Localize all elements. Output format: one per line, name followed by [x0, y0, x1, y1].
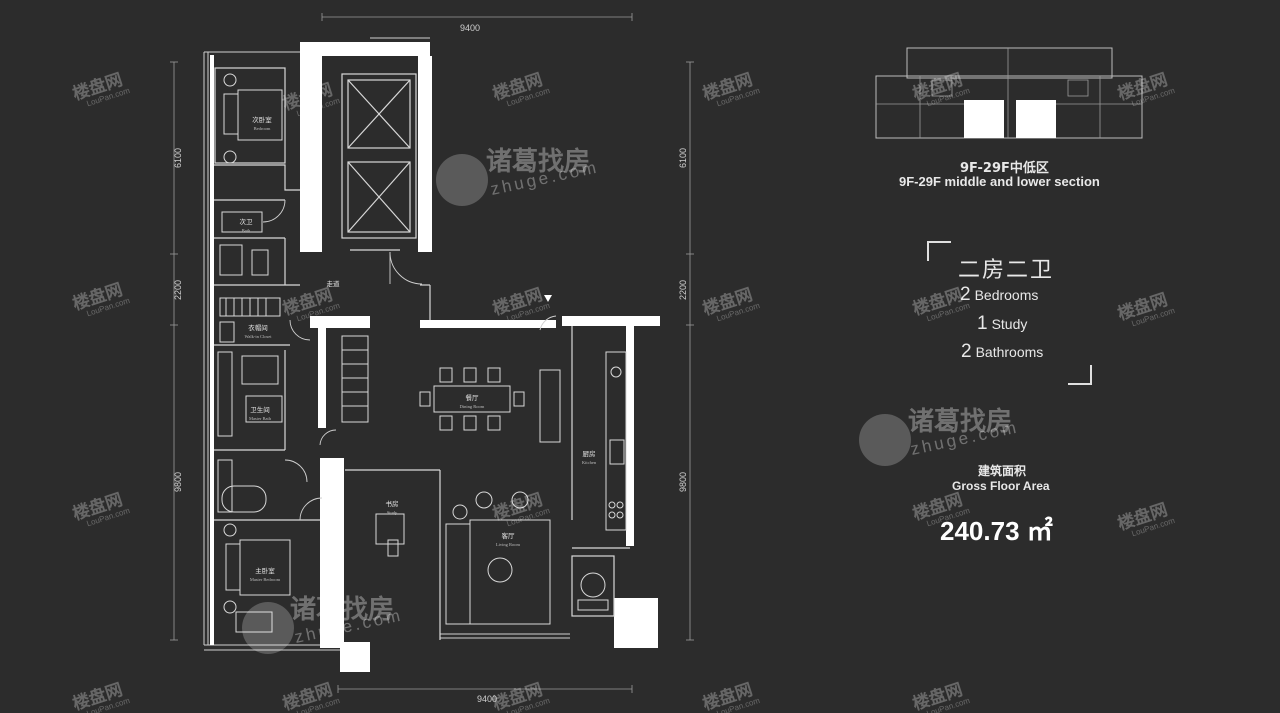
watermark-zhuge-text: 诸葛找房 [908, 407, 1012, 437]
layout-title: 二房二卫 [958, 258, 1055, 283]
watermark-zhuge-text: 诸葛找房 [290, 595, 394, 625]
spec-study-label: Study [991, 316, 1028, 332]
bracket-bottom-right [1068, 365, 1092, 385]
gross-floor-area-value: 240.73 ㎡ [940, 516, 1053, 546]
room-walk-in-closet: 衣帽间 [248, 323, 268, 332]
spec-bathrooms-label: Bathrooms [975, 344, 1044, 360]
spec-bedrooms-count: 2 [960, 284, 971, 305]
dim-top-width: 9400 [460, 23, 480, 33]
entrance-marker [544, 295, 552, 302]
dim-bottom-width: 9400 [477, 694, 497, 704]
elevator-core [341, 73, 417, 239]
spec-study-count: 1 [977, 313, 988, 334]
door-swings [262, 199, 557, 521]
room-kitchen-en: Kitchen [582, 460, 597, 465]
room-study: 书房 [386, 499, 399, 508]
room-master-bedroom: 主卧室 [255, 566, 275, 575]
room-master-bath-en: Master Bath [249, 416, 272, 421]
dim-right-top: 6100 [678, 148, 688, 168]
dim-right-mid: 2200 [678, 280, 688, 300]
gross-floor-area-label-en: Gross Floor Area [952, 479, 1050, 493]
furniture [217, 73, 627, 633]
dim-left-mid: 2200 [173, 280, 183, 300]
spec-bathrooms-count: 2 [961, 341, 972, 362]
bracket-top-left [927, 241, 951, 261]
room-second-bedroom: 次卧室 [252, 115, 272, 124]
room-master-bath: 卫生间 [250, 405, 270, 414]
partitions [214, 67, 630, 640]
watermark-zhuge-1: 诸葛找房 zhuge.com [436, 147, 601, 206]
room-living: 客厅 [502, 531, 516, 540]
room-walk-in-closet-en: Walk-in Closet [244, 334, 272, 339]
room-dining-en: Dining Room [460, 404, 485, 409]
gross-floor-area-label-cn: 建筑面积 [978, 464, 1027, 478]
watermark-zhuge-text: 诸葛找房 [486, 147, 590, 177]
room-second-bath: 次卫 [240, 217, 254, 226]
watermark-zhuge-2: 诸葛找房 zhuge.com [859, 407, 1021, 466]
dim-left-bottom: 9800 [173, 472, 183, 492]
room-study-en: Study [387, 510, 398, 515]
dim-right-bottom: 9800 [678, 472, 688, 492]
room-second-bedroom-en: Bedroom [254, 126, 271, 131]
room-corridor: 走道 [327, 279, 341, 288]
window-frames [203, 37, 570, 651]
spec-bedrooms-label: Bedrooms [974, 287, 1039, 303]
floor-section-label-cn: 9F-29F中低区 [960, 161, 1049, 176]
dimension-lines [170, 13, 694, 693]
room-second-bath-en: Bath [242, 228, 251, 233]
room-living-en: Living Room [496, 542, 521, 547]
room-master-bedroom-en: Master Bedroom [250, 577, 281, 582]
key-plan [875, 47, 1143, 139]
structural-walls [210, 42, 660, 672]
dim-left-top: 6100 [173, 148, 183, 168]
floor-section-label-en: 9F-29F middle and lower section [899, 174, 1100, 189]
room-dining: 餐厅 [466, 393, 480, 402]
room-kitchen: 厨房 [583, 449, 596, 458]
